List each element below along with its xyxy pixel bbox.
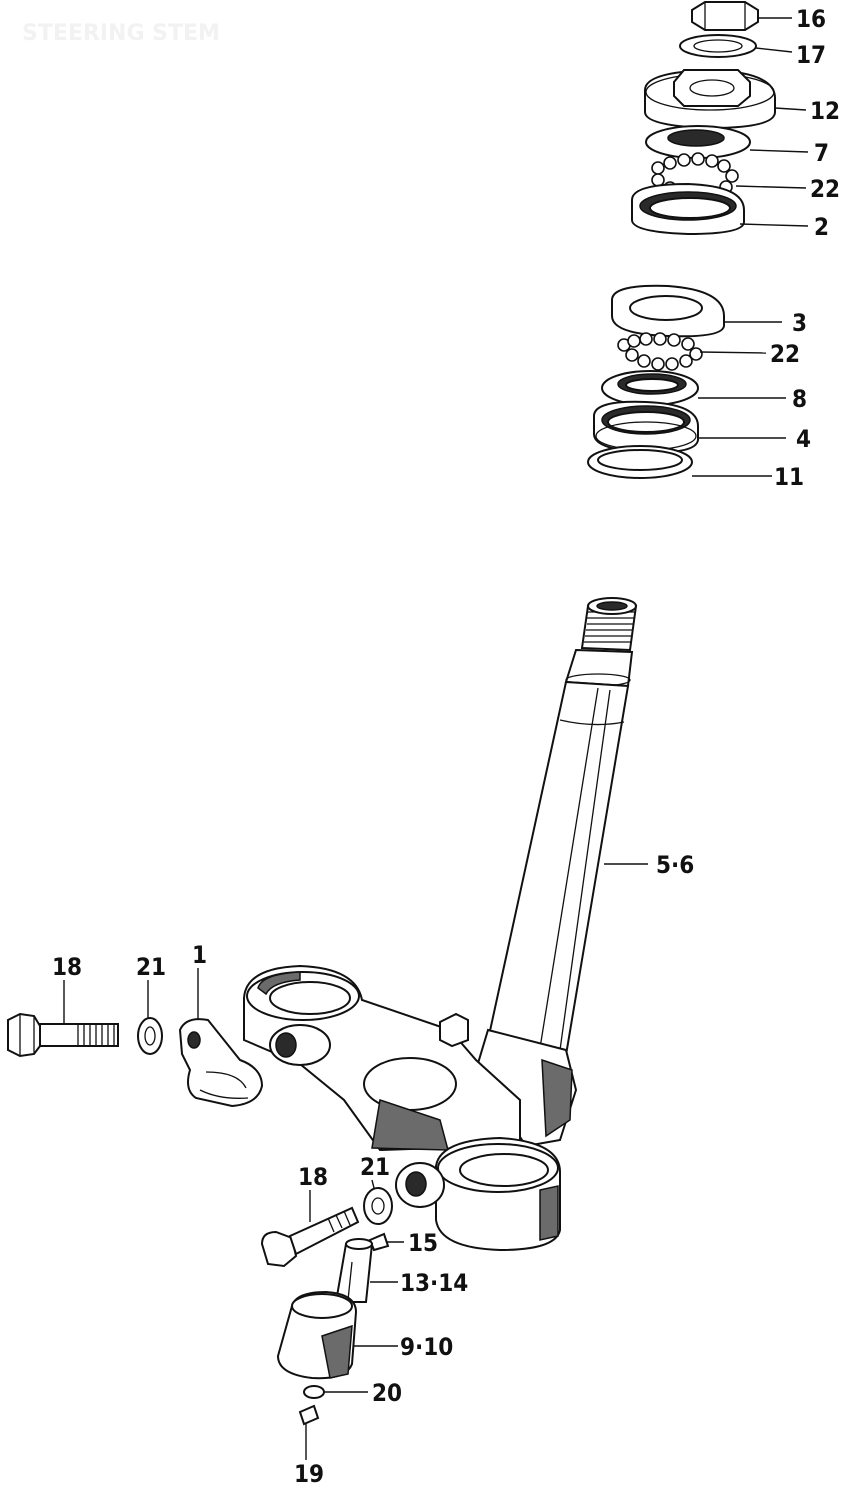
callout-11: 11	[774, 463, 804, 491]
part-5-6-steering-stem	[243, 597, 638, 1252]
callout-19: 19	[294, 1460, 324, 1488]
callout-12: 12	[810, 97, 840, 125]
part-15-screw	[368, 1232, 390, 1252]
part-18-bolt-left	[7, 1012, 119, 1058]
part-20-washer-small	[303, 1385, 325, 1399]
part-21-washer-left	[137, 1017, 163, 1055]
callout-20: 20	[372, 1379, 402, 1407]
part-12-top-cone-race	[644, 68, 776, 130]
callout-7: 7	[814, 139, 829, 167]
part-16-stem-nut	[691, 1, 759, 31]
callout-18-lower: 18	[298, 1163, 328, 1191]
upper-bearing-stack	[631, 1, 776, 236]
part-11-washer	[587, 445, 693, 479]
callout-18-left: 18	[52, 953, 82, 981]
callout-5-6: 5·6	[656, 851, 694, 879]
callout-4: 4	[796, 425, 811, 453]
callout-15: 15	[408, 1229, 438, 1257]
callout-21-lower: 21	[360, 1153, 390, 1181]
callout-22-lower: 22	[770, 340, 800, 368]
part-2-ball-race	[631, 182, 745, 236]
callout-21-left: 21	[136, 953, 166, 981]
part-4-dust-seal	[593, 400, 699, 454]
callout-17: 17	[796, 41, 826, 69]
lower-bearing-stack	[587, 284, 725, 479]
watermark-title: STEERING STEM	[22, 21, 220, 46]
callout-8: 8	[792, 385, 807, 413]
part-17-washer	[679, 34, 757, 58]
part-1-fork-clamp	[178, 1018, 264, 1108]
callout-1: 1	[192, 941, 207, 969]
part-22-steel-balls-lower	[617, 332, 703, 371]
part-7-cone-race	[645, 125, 751, 159]
callout-2: 2	[814, 213, 829, 241]
callout-16: 16	[796, 5, 826, 33]
part-19-screw-small	[298, 1404, 320, 1426]
callout-3: 3	[792, 309, 807, 337]
callout-9-10: 9·10	[400, 1333, 453, 1361]
part-3-ball-race	[611, 284, 725, 338]
callout-labels: 16 17 12 7 22 2 3 22 8 4 11 5·6 18 21 1 …	[52, 5, 840, 1488]
part-18-bolt-lower	[260, 1206, 360, 1268]
callout-13-14: 13·14	[400, 1269, 468, 1297]
callout-22-upper: 22	[810, 175, 840, 203]
part-21-washer-lower	[363, 1187, 393, 1225]
part-13-14-steering-lock-pin	[334, 1238, 374, 1303]
leader-lines	[63, 17, 809, 1460]
part-8-bottom-cone-race	[601, 370, 699, 406]
part-9-10-lock-body	[276, 1290, 358, 1380]
